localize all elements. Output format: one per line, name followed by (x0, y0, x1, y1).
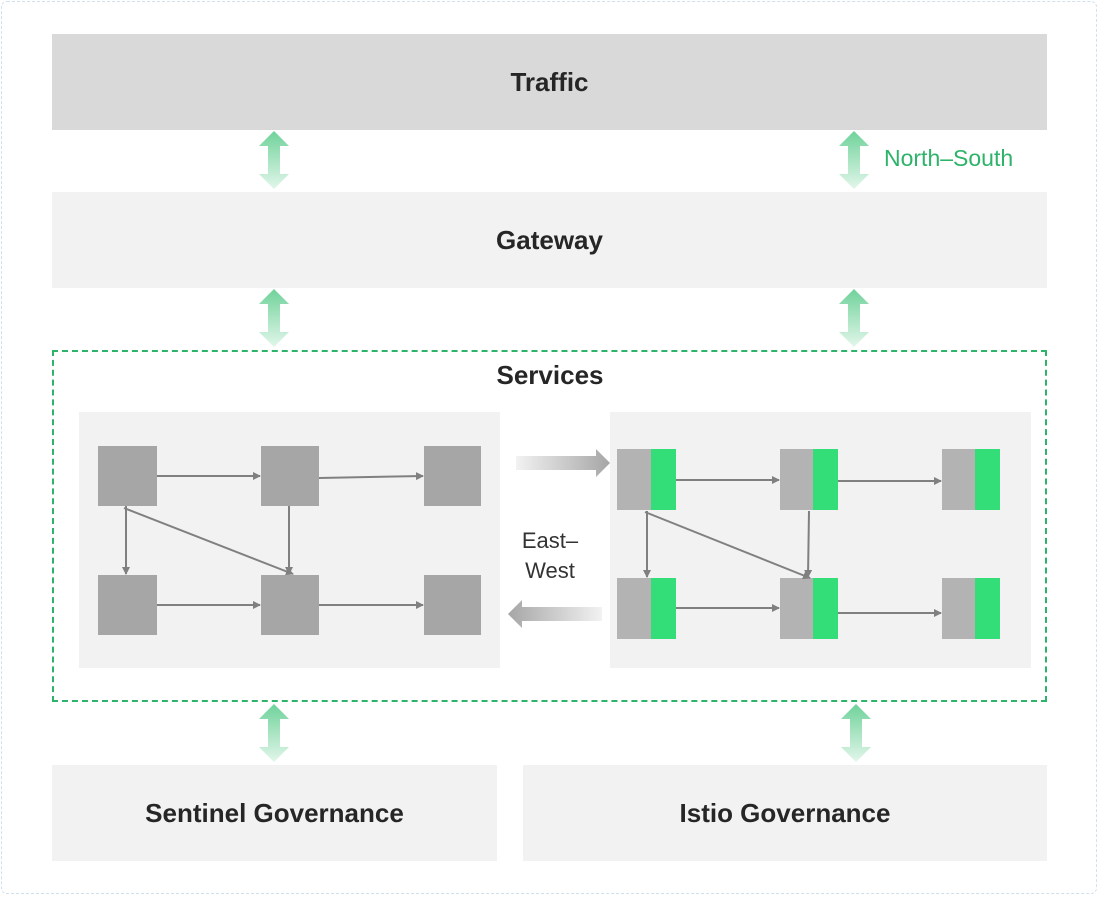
east-west-line-1: East– (521, 528, 579, 553)
mesh-node (942, 449, 1000, 510)
call-edge (318, 472, 424, 481)
ns-arrow-gateway-services-right (839, 289, 869, 347)
ns-arrow-gateway-services-left (259, 289, 289, 347)
service-node (98, 575, 157, 635)
services-container (52, 350, 1047, 702)
sidecar-proxy (651, 578, 676, 639)
call-edge (804, 510, 813, 578)
ns-arrow-services-sentinel (259, 704, 289, 762)
gateway-label: Gateway (496, 224, 603, 255)
sidecar-proxy (813, 449, 838, 510)
gateway-layer: Gateway (52, 192, 1047, 288)
sidecar-proxy (813, 578, 838, 639)
north-south-label: North–South (884, 145, 1014, 171)
services-label: Services (496, 360, 604, 390)
service-node (424, 446, 481, 506)
sidecar-proxy (651, 449, 676, 510)
service-node (261, 446, 319, 506)
east-west-arrow-left (508, 600, 602, 628)
istio-governance-label: Istio Governance (679, 797, 891, 828)
service-node (261, 575, 319, 635)
mesh-node (780, 449, 838, 510)
mesh-node (617, 449, 676, 510)
service-node (98, 446, 157, 506)
mesh-node (617, 578, 676, 639)
east-west-arrow-right (516, 449, 610, 477)
east-west-label: East– West (500, 526, 600, 586)
sentinel-governance-label: Sentinel Governance (145, 797, 404, 828)
traffic-label: Traffic (510, 66, 589, 97)
east-west-line-2: West (525, 558, 575, 583)
mesh-node (780, 578, 838, 639)
traffic-layer: Traffic (52, 34, 1047, 130)
ns-arrow-services-istio (841, 704, 871, 762)
ns-arrow-traffic-gateway-left (259, 131, 289, 189)
call-edge (644, 511, 811, 580)
sidecar-proxy (975, 578, 1000, 639)
service-node (424, 575, 481, 635)
sidecar-proxy (975, 449, 1000, 510)
call-edge (123, 507, 294, 576)
mesh-node (942, 578, 1000, 639)
ns-arrow-traffic-gateway-right (839, 131, 869, 189)
istio-governance-layer: Istio Governance (523, 765, 1047, 861)
sentinel-governance-layer: Sentinel Governance (52, 765, 497, 861)
